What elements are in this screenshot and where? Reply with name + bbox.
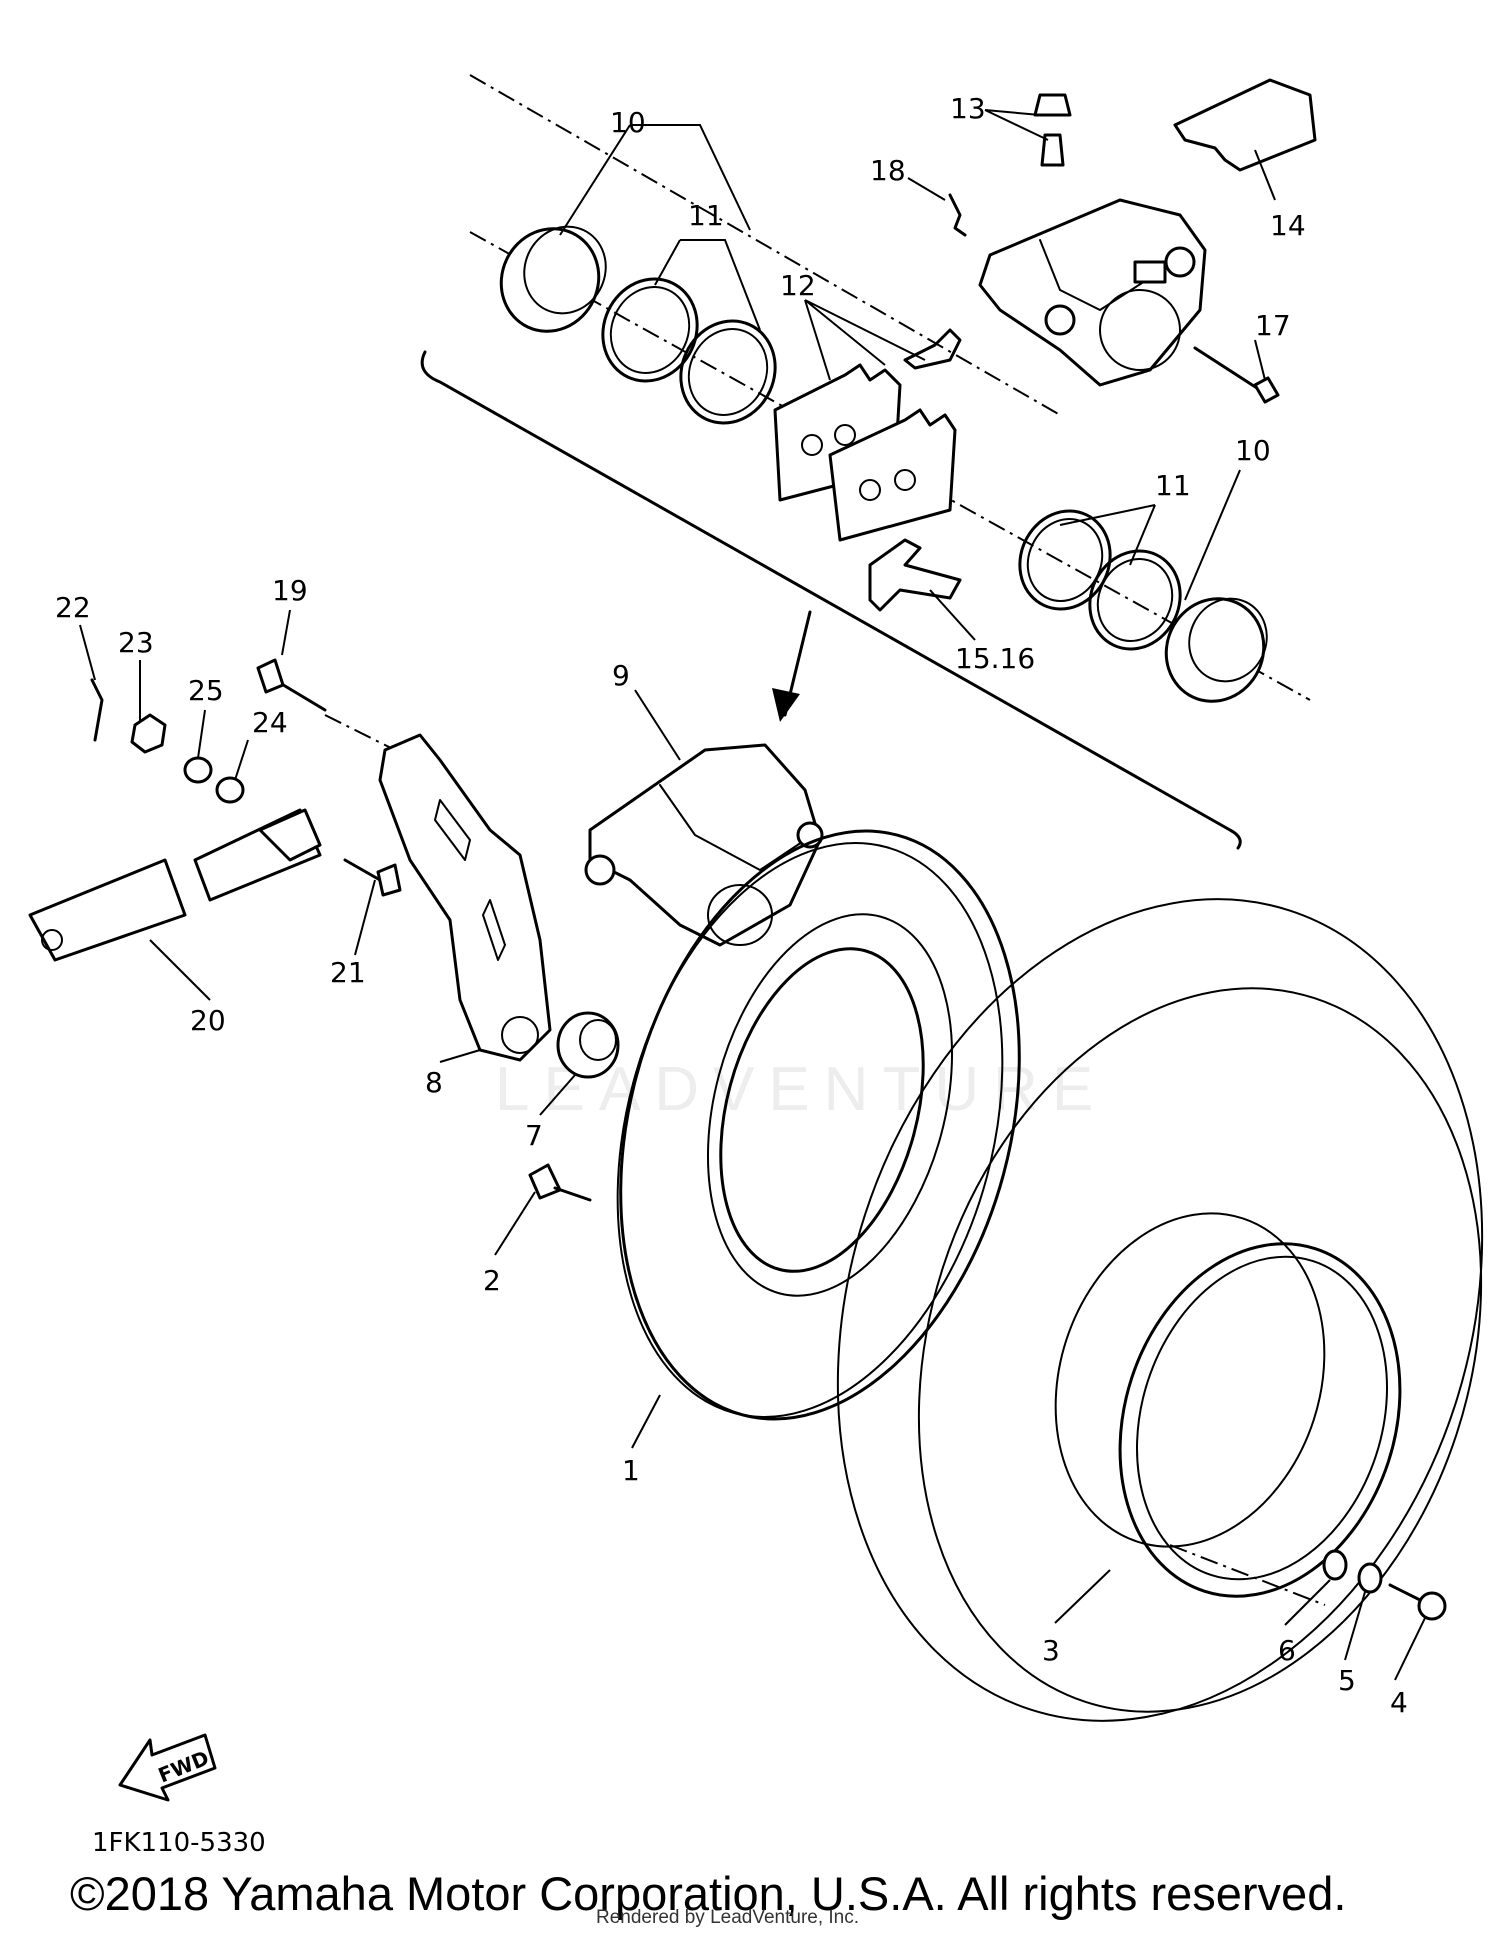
callout-3: 3: [1042, 1634, 1060, 1667]
callout-1: 1: [622, 1454, 640, 1487]
caliper-bracket-8: [378, 733, 552, 1062]
callout-4: 4: [1390, 1686, 1408, 1719]
callout-11-lower: 11: [1155, 469, 1191, 502]
nut-23: [130, 713, 167, 754]
brake-pad-2: [828, 408, 957, 542]
callout-2: 2: [483, 1264, 501, 1297]
damper-plate-3: [1118, 1242, 1402, 1598]
centerline-upper: [469, 74, 1061, 416]
callout-20: 20: [190, 1004, 226, 1037]
pin-bolt-17-head: [1253, 376, 1280, 404]
callout-12: 12: [780, 269, 816, 302]
pad-spring-12: [903, 328, 962, 370]
callout-10-lower: 10: [1235, 434, 1271, 467]
callout-13: 13: [950, 92, 986, 125]
washer-24: [215, 776, 245, 804]
callout-19: 19: [272, 574, 308, 607]
pad-retainer-15-16: [868, 538, 962, 612]
callout-17: 17: [1255, 309, 1291, 342]
bolt-19: [256, 658, 327, 712]
caliper-exploded: [978, 198, 1207, 387]
cotter-pin-22: [90, 678, 104, 742]
callout-5: 5: [1338, 1664, 1356, 1697]
callout-14: 14: [1270, 209, 1306, 242]
caliper-group-arrowhead: [772, 688, 800, 722]
brake-disc-1: [616, 829, 1021, 1421]
callout-10-upper: 10: [610, 106, 646, 139]
bolt-2: [528, 1163, 592, 1202]
washer-6: [1322, 1549, 1348, 1581]
torque-rod-20: [28, 808, 322, 962]
caliper-group-bracket: [420, 350, 1242, 850]
callout-11-upper: 11: [688, 199, 724, 232]
bushing-7: [556, 1011, 620, 1079]
rendered-by-text: Rendered by LeadVenture, Inc.: [596, 1907, 860, 1928]
washer-25: [183, 756, 213, 784]
callout-25: 25: [188, 674, 224, 707]
callout-22: 22: [55, 591, 91, 624]
centerline-lower: [469, 231, 1311, 701]
copyright-text: ©2018 Yamaha Motor Corporation, U.S.A. A…: [70, 1867, 1347, 1920]
pad-cover-14: [1173, 78, 1317, 172]
bolt-21: [343, 858, 402, 897]
callout-6: 6: [1278, 1634, 1296, 1667]
fwd-arrow-icon: FWD: [118, 1733, 217, 1802]
caliper-assembly-9: [584, 743, 824, 947]
seal-upper-2: [679, 319, 777, 425]
centerline-rotor: [1169, 1544, 1326, 1606]
callout-21: 21: [330, 956, 366, 989]
callout-15-16: 15.16: [955, 642, 1035, 675]
piston-upper: [499, 225, 607, 333]
callout-23: 23: [118, 626, 154, 659]
pin-bolt-17: [1193, 346, 1262, 392]
seal-lower-2: [1088, 549, 1182, 651]
callout-7: 7: [525, 1119, 543, 1152]
piston-lower: [1164, 597, 1268, 703]
pin-clip-18: [948, 193, 967, 237]
bleed-screw-cap-13: [1033, 93, 1072, 167]
callout-18: 18: [870, 154, 906, 187]
bolt-4: [1388, 1583, 1447, 1621]
callout-8: 8: [425, 1066, 443, 1099]
callout-24: 24: [252, 706, 288, 739]
lock-washer-5: [1357, 1562, 1383, 1594]
diagram-code: 1FK110-5330: [92, 1828, 266, 1858]
callout-9: 9: [612, 659, 630, 692]
seal-upper-1: [601, 277, 699, 383]
wheel-hub: [836, 898, 1484, 1722]
leader-lines: [79, 109, 1426, 1681]
